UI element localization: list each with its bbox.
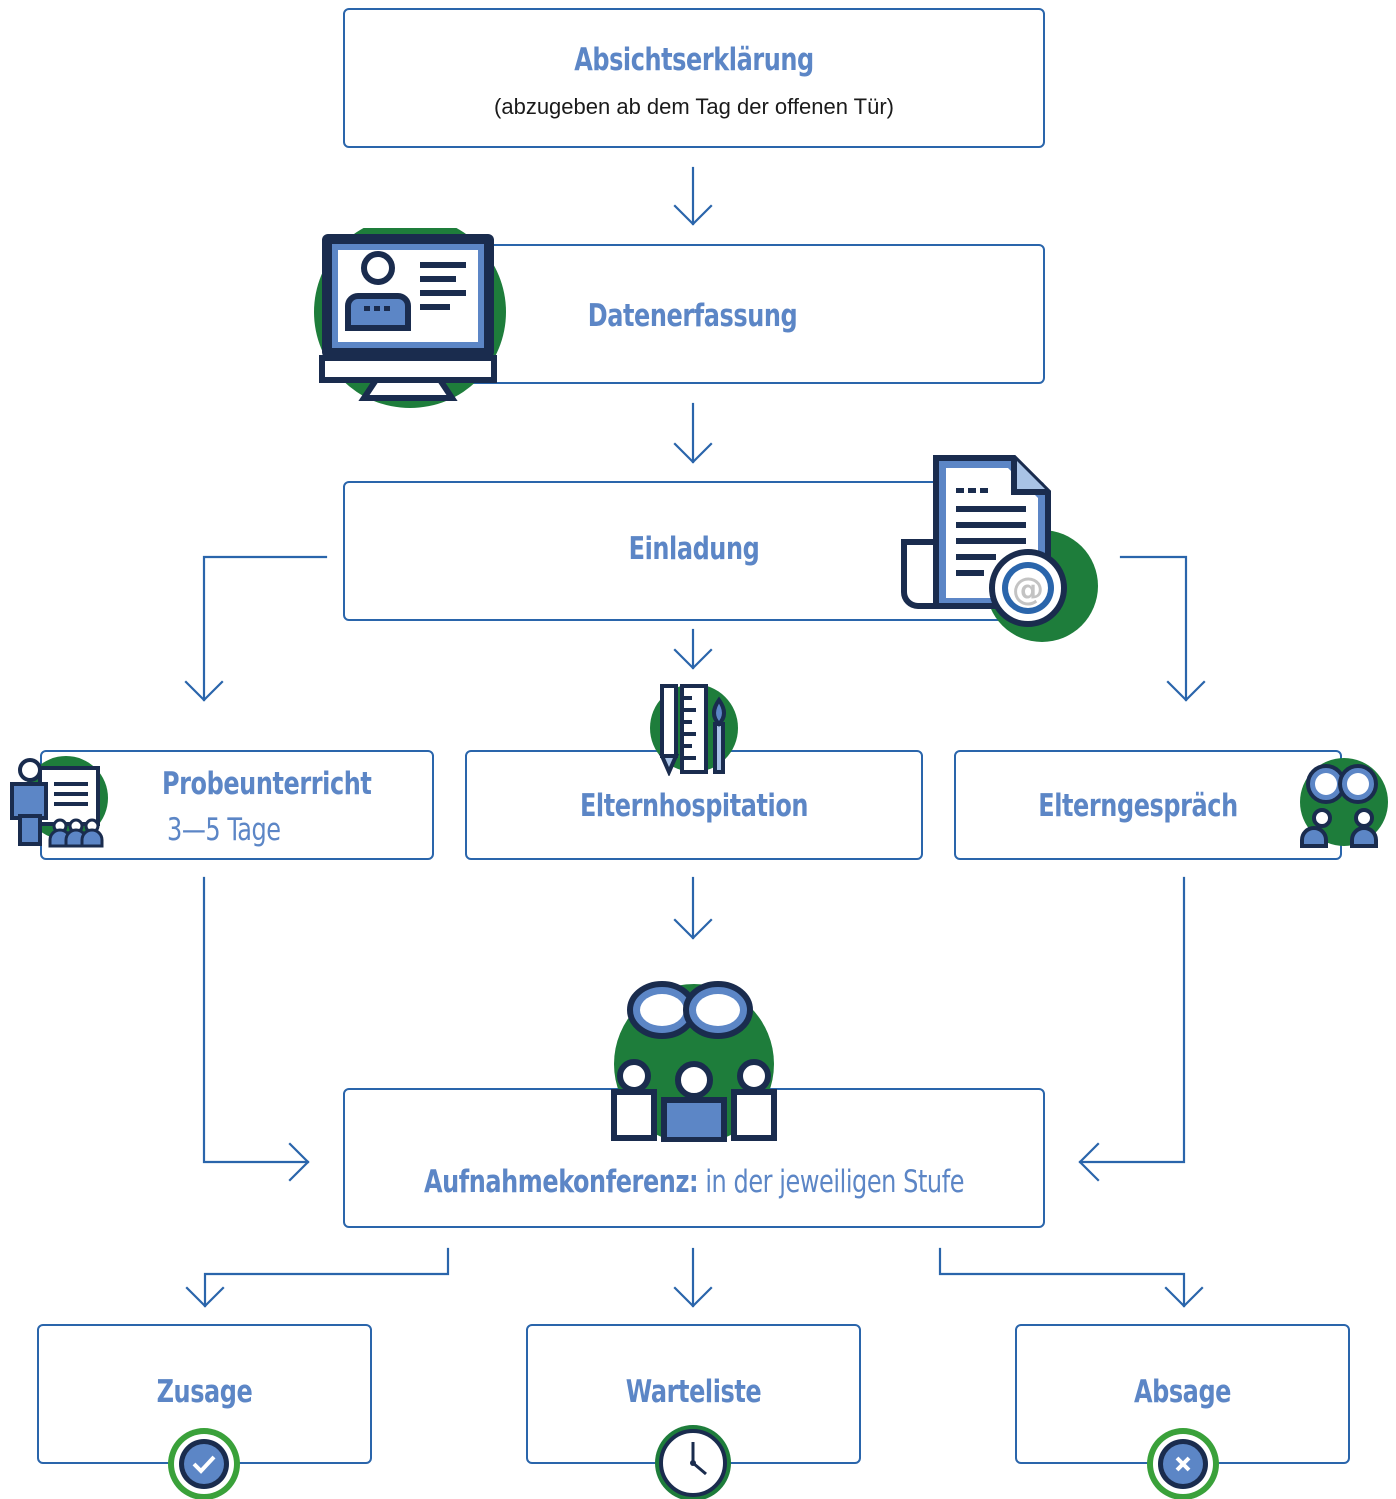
chat-people-icon [1300,758,1388,848]
step-subtitle: in der jeweiligen Stufe [698,1164,965,1200]
svg-text:@: @ [1012,570,1044,608]
step-title: Elternhospitation [579,788,809,824]
x-badge-icon [1147,1428,1219,1499]
arrow-gespraech-konferenz [1078,876,1186,1164]
computer-profile-icon [314,228,506,408]
arrow-einladung-probe [202,555,328,702]
ruler-pencil-brush-icon [650,684,738,776]
step-absichtserklaerung: Absichtserklärung (abzugeben ab dem Tag … [343,8,1045,148]
outcome-title: Zusage [156,1374,253,1410]
conference-icon [611,981,777,1142]
arrow-einladung-gespraech [1119,555,1188,702]
step-datenerfassung: Datenerfassung [430,244,1045,384]
teacher-presentation-icon [10,756,108,848]
step-title: Probeunterricht [162,766,372,802]
step-subtitle: 3—5 Tage [167,812,281,848]
outcome-title: Absage [1133,1374,1232,1410]
checkmark-badge-icon [168,1428,240,1499]
step-title: Aufnahmekonferenz: [423,1164,699,1200]
step-title-line: Aufnahmekonferenz: in der jeweiligen Stu… [394,1164,994,1200]
clock-icon [655,1425,731,1499]
arrow-konferenz-absage [938,1247,1186,1308]
step-title: Datenerfassung [587,298,798,334]
arrow-probe-konferenz [202,876,310,1164]
step-elterngespraech: Elterngespräch [954,750,1342,860]
outcome-title: Warteliste [625,1374,762,1410]
step-title: Einladung [628,531,760,567]
step-subtitle: (abzugeben ab dem Tag der offenen Tür) [494,94,894,119]
document-email-icon: @ [901,455,1098,642]
step-title: Absichtserklärung [574,42,814,78]
step-title: Elterngespräch [1038,788,1238,824]
arrow-konferenz-zusage [203,1247,450,1308]
